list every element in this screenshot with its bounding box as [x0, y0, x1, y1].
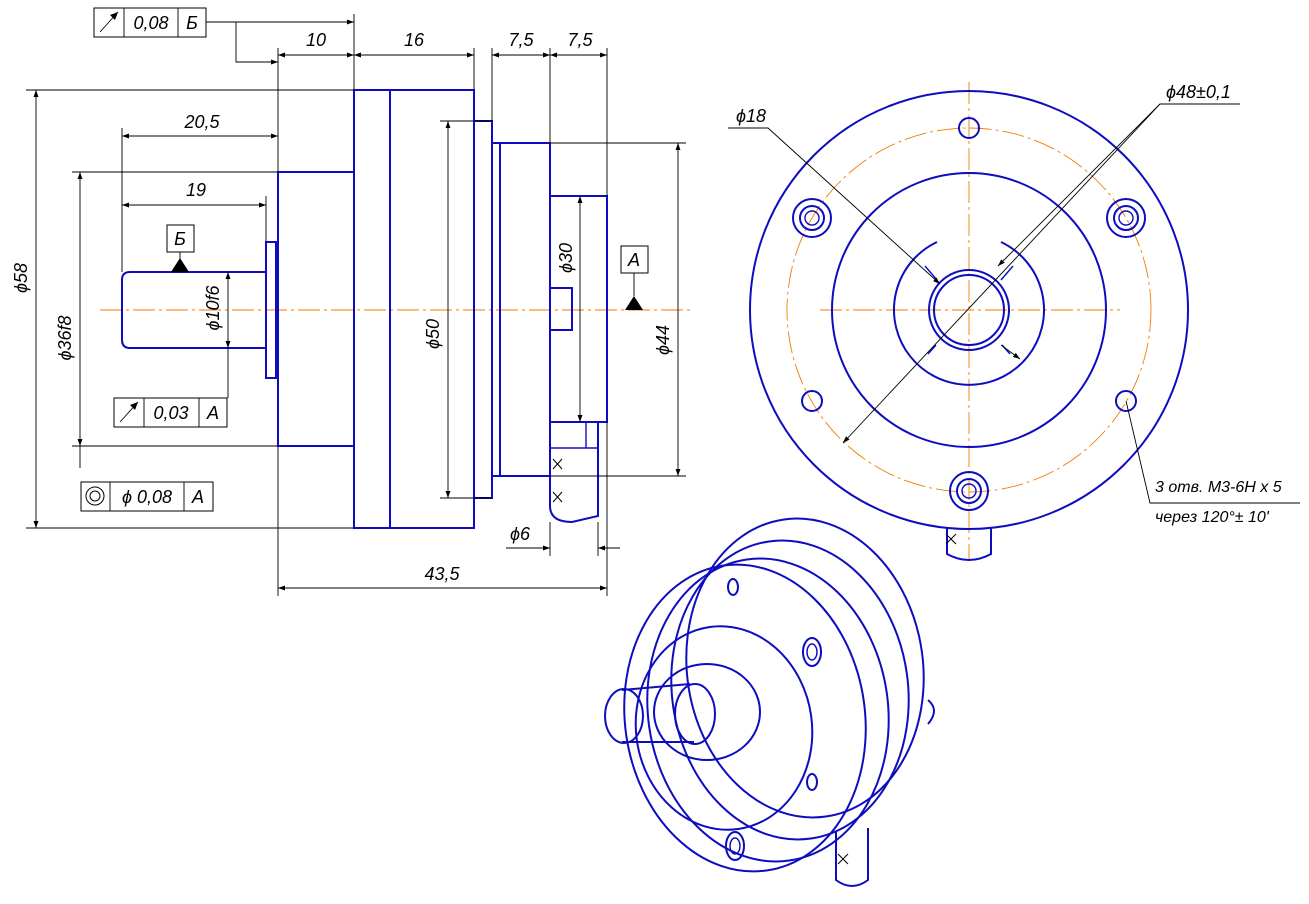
shaft-collar — [265, 241, 277, 379]
tolerance-frame-bottom: ϕ 0,08 А — [80, 481, 214, 512]
svg-text:Б: Б — [186, 13, 198, 33]
svg-text:А: А — [191, 487, 204, 507]
datum-b: Б — [166, 224, 195, 272]
dim-d48: ϕ48±0,1 — [1166, 82, 1231, 102]
front-leaders — [728, 103, 1300, 504]
svg-text:А: А — [627, 250, 640, 270]
slot-ring — [893, 241, 1045, 386]
datum-a: А — [620, 245, 649, 310]
dim-20-5: 20,5 — [183, 112, 220, 132]
dim-d44: ϕ44 — [653, 325, 673, 355]
holes-note-line1: 3 отв. М3-6Н х 5 — [1155, 479, 1282, 496]
dim-43-5: 43,5 — [424, 564, 460, 584]
svg-text:А: А — [206, 403, 219, 423]
svg-text:0,08: 0,08 — [133, 13, 168, 33]
front-view: ϕ18 ϕ48±0,1 3 отв. М3-6Н х 5 через 120°±… — [728, 82, 1300, 561]
runout-arrow-icon — [99, 11, 119, 33]
tolerance-frame-middle: 0,03 А — [113, 397, 228, 428]
dim-19: 19 — [186, 180, 206, 200]
shaft — [121, 271, 267, 349]
runout-arrow-icon — [119, 401, 139, 423]
body-step — [473, 120, 493, 499]
dim-d36f8: ϕ36f8 — [55, 315, 75, 360]
rear-boss — [549, 195, 608, 423]
outer-flange-circle — [749, 90, 1189, 530]
svg-text:Б: Б — [174, 229, 186, 249]
concentricity-icon — [85, 486, 105, 506]
threaded-holes — [792, 198, 1146, 511]
side-view: 10 16 7,5 7,5 20,5 19 ϕ58 ϕ36f8 ϕ10f6 ϕ5… — [11, 7, 690, 596]
hole-top — [958, 117, 980, 139]
dim-d6: ϕ6 — [510, 524, 531, 544]
dim-16: 16 — [404, 30, 425, 50]
tolerance-frame-top: 0,08 Б — [93, 7, 207, 38]
hole-left — [801, 390, 823, 412]
dim-d30: ϕ30 — [556, 243, 576, 273]
dim-d10f6: ϕ10f6 — [203, 284, 223, 330]
svg-text:ϕ 0,08: ϕ 0,08 — [122, 487, 172, 507]
svg-text:0,03: 0,03 — [153, 403, 188, 423]
dim-d18: ϕ18 — [736, 106, 766, 126]
isometric-view — [604, 517, 935, 887]
pin — [549, 422, 599, 524]
bolt-circle — [786, 127, 1152, 493]
dim-10: 10 — [306, 30, 326, 50]
holes-note-line2: через 120°± 10' — [1155, 509, 1270, 526]
dim-d50: ϕ50 — [423, 319, 443, 349]
dim-d58: ϕ58 — [11, 263, 31, 293]
dim-7-5-right: 7,5 — [567, 30, 593, 50]
pin-cross-marks — [552, 458, 563, 503]
flange — [353, 89, 475, 529]
hub — [277, 171, 355, 447]
dim-7-5-left: 7,5 — [508, 30, 534, 50]
hole-right — [1115, 390, 1137, 412]
hub-circle — [831, 172, 1107, 448]
dimension-lines — [26, 14, 686, 596]
rear-slot — [550, 287, 573, 331]
